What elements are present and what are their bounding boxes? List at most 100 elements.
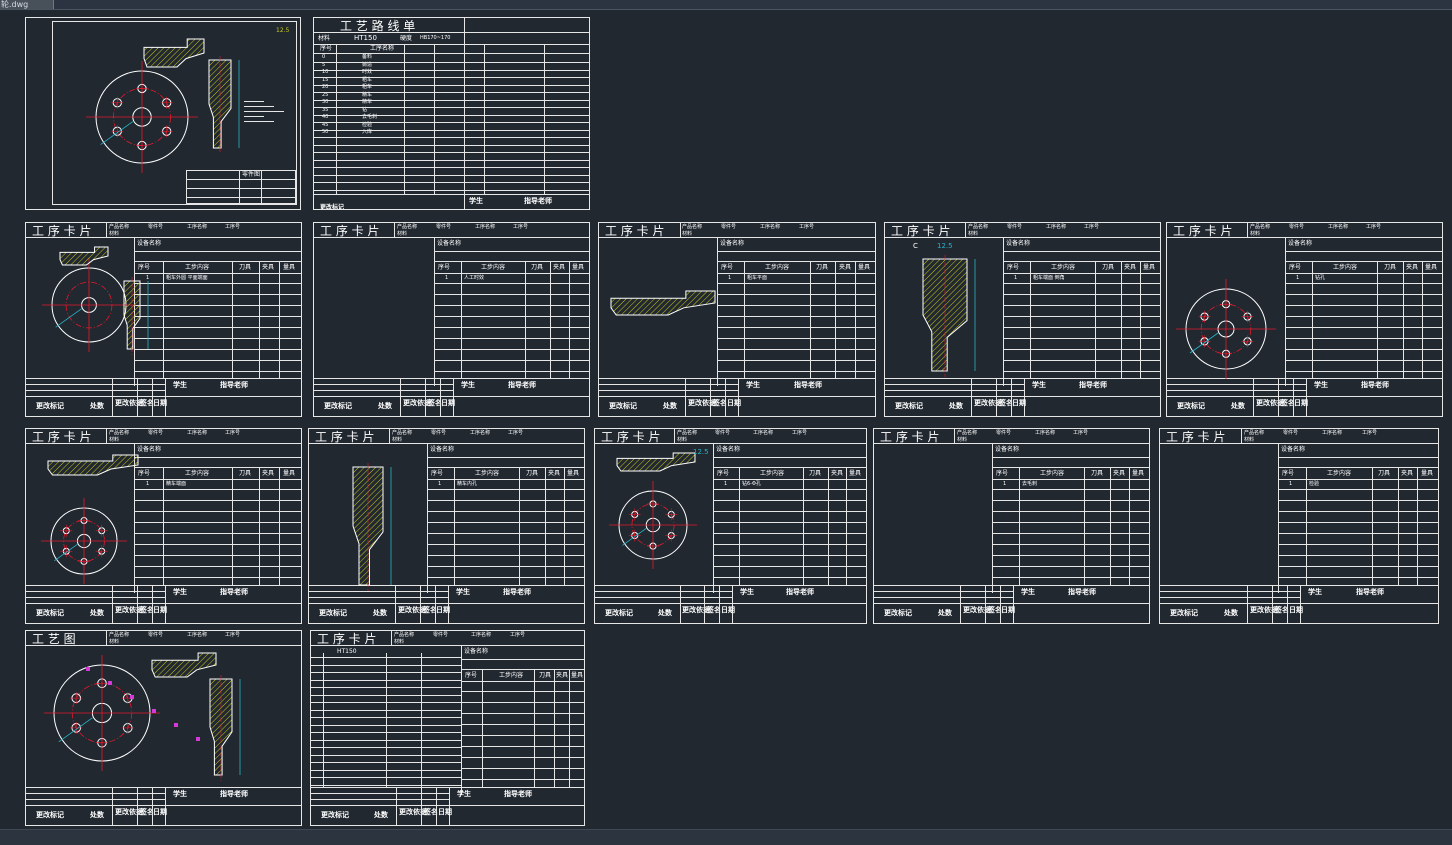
footer-divider [1300, 585, 1301, 623]
footer-divider [710, 378, 711, 416]
title-rule [311, 645, 584, 646]
material-label: 材料 [682, 231, 693, 237]
footer-divider [725, 378, 726, 416]
table-row-rule [427, 489, 584, 490]
change-basis-label: 更改依据 [1250, 606, 1278, 614]
dimension-leader [54, 543, 78, 562]
process-name-label: 工序名称 [187, 632, 208, 638]
footer-rule [311, 793, 449, 794]
table-column-rule [545, 467, 546, 585]
footer-divider [971, 378, 972, 416]
table-column-rule [846, 467, 847, 585]
fixture-label: 夹具 [1406, 264, 1419, 271]
student-label: 学生 [1021, 588, 1035, 596]
table-row-rule [434, 294, 589, 295]
document-tab-bar: 轮.dwg [0, 0, 1452, 10]
part-no-label: 零件号 [996, 430, 1012, 436]
date-label: 日期 [1012, 399, 1026, 407]
date-label: 日期 [1289, 606, 1303, 614]
table-row-rule [717, 294, 875, 295]
change-basis-label: 更改依据 [1256, 399, 1284, 407]
change-mark-label: 更改标记 [321, 811, 349, 819]
roughness-symbol: 12.5 [937, 242, 953, 250]
table-row-rule [992, 522, 1149, 523]
advisor-label: 指导老师 [504, 790, 532, 798]
footer-rule [26, 799, 165, 800]
table-header-rule [461, 681, 584, 682]
table-header-rule [427, 467, 584, 468]
table-column-rule [1398, 467, 1399, 585]
footer-rule [311, 787, 584, 788]
part-no-label: 零件号 [1289, 224, 1305, 230]
title-block-divider [261, 171, 262, 203]
table-row-rule [1278, 544, 1438, 545]
footer-rule [26, 793, 165, 794]
date-label: 日期 [438, 808, 452, 816]
date-label: 日期 [721, 606, 735, 614]
title-rule [874, 443, 1149, 444]
part-no-label: 零件号 [431, 430, 447, 436]
table-row-rule [1003, 360, 1160, 361]
table-column-rule [1019, 467, 1020, 585]
step-number: 1 [1289, 481, 1293, 487]
table-header-rule [1003, 251, 1160, 252]
table-column-rule [855, 261, 856, 378]
footer-rule [1160, 591, 1300, 592]
change-mark-label: 更改标记 [36, 609, 64, 617]
table-row-rule [713, 522, 866, 523]
card-title: 工 序 卡 片 [317, 632, 377, 646]
product-name-label: 产品名称 [957, 430, 978, 436]
table-column-rule [1377, 261, 1378, 378]
part-no-label: 零件号 [148, 632, 164, 638]
table-row-rule [713, 544, 866, 545]
drawing-file-tab[interactable]: 轮.dwg [0, 0, 54, 9]
product-name-label: 产品名称 [1244, 430, 1265, 436]
step-content-label: 工步内容 [1327, 470, 1352, 477]
tool-label: 刀具 [816, 264, 829, 271]
process-name-header: 工序名称 [370, 45, 395, 52]
table-left-rule [713, 443, 714, 593]
gauge-label: 量具 [858, 264, 871, 271]
table-row-rule [427, 566, 584, 567]
table-column-rule [1121, 261, 1122, 378]
student-label: 学生 [740, 588, 754, 596]
table-row-rule [461, 779, 584, 780]
table-row-rule [427, 544, 584, 545]
step-no-label: 序号 [721, 264, 734, 271]
title-block-rule [187, 179, 295, 180]
technical-note-line [244, 121, 274, 122]
table-row-rule [1285, 371, 1442, 372]
route-column [421, 653, 422, 787]
card-section-view [123, 277, 149, 355]
footer-rule [599, 390, 738, 391]
student-label: 学生 [461, 381, 475, 389]
table-row-rule [1278, 555, 1438, 556]
fixture-label: 夹具 [839, 264, 852, 271]
student-label: 学生 [456, 588, 470, 596]
title-block-divider [239, 171, 240, 203]
footer-rule [26, 378, 301, 379]
table-column-rule [534, 669, 535, 787]
student-label: 学生 [173, 588, 187, 596]
process-no-label: 工序号 [510, 632, 526, 638]
table-header-rule [717, 261, 875, 262]
process-name-label: 工序名称 [187, 430, 208, 436]
step-number: 1 [146, 275, 150, 281]
process-no-label: 工序号 [1362, 430, 1378, 436]
footer-divider [165, 378, 166, 416]
table-row-rule [1278, 489, 1438, 490]
table-row-rule [1285, 283, 1442, 284]
table-row-rule [427, 555, 584, 556]
dimension-leader [622, 528, 647, 546]
product-name-label: 产品名称 [682, 224, 703, 230]
footer-divider [435, 585, 436, 623]
table-column-rule [1129, 467, 1130, 585]
section-outline [208, 59, 232, 149]
footer-rule [1167, 378, 1442, 379]
step-number: 1 [1296, 275, 1300, 281]
table-row-rule [134, 577, 301, 578]
